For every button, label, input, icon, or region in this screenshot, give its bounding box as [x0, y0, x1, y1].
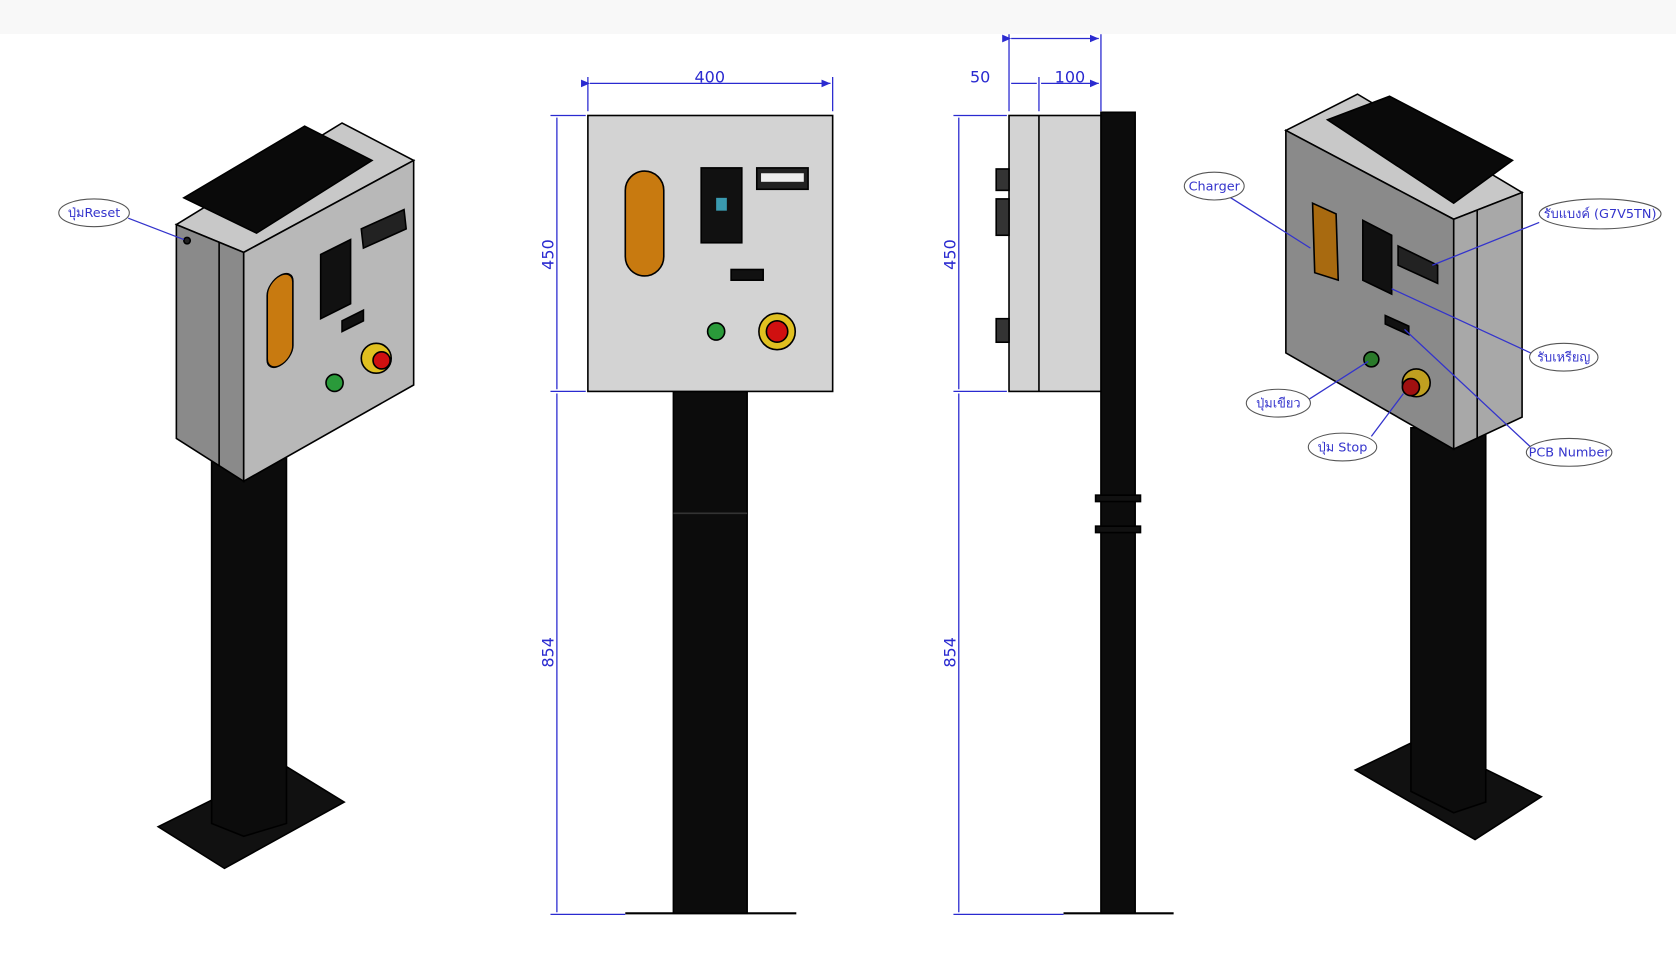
- iso-view-right: [1284, 93, 1543, 841]
- svg-text:ปุ่ม Stop: ปุ่ม Stop: [1318, 440, 1368, 455]
- iso-view-left: [156, 122, 416, 870]
- dim-width: 400: [694, 67, 725, 86]
- green-button: [1363, 351, 1380, 368]
- svg-text:ปุ่มReset: ปุ่มReset: [68, 206, 120, 221]
- callout-green-button: ปุ่มเขียว: [1245, 388, 1311, 418]
- svg-text:Charger: Charger: [1189, 179, 1241, 194]
- green-button: [325, 373, 344, 393]
- dim-offset: 50: [970, 67, 990, 86]
- pole: [1410, 426, 1487, 814]
- top-bar: [0, 0, 1676, 34]
- charger-port: [266, 272, 294, 369]
- green-button: [706, 322, 726, 341]
- svg-text:PCB Number: PCB Number: [1529, 446, 1611, 461]
- callout-bill-acceptor: รับแบงค์ (G7V5TN): [1538, 198, 1662, 230]
- charger-port: [624, 170, 665, 277]
- pole: [210, 431, 288, 838]
- side-view: [995, 111, 1174, 915]
- callout-stop-button: ปุ่ม Stop: [1307, 432, 1378, 462]
- dim-box-height: 450: [539, 239, 558, 270]
- pcb-number: [730, 268, 764, 281]
- charger-port: [1311, 201, 1340, 282]
- stop-button: [765, 320, 789, 344]
- bill-slot: [1397, 244, 1439, 285]
- dim-pole-height: 854: [539, 637, 558, 668]
- callout-pcb-number: PCB Number: [1525, 437, 1613, 467]
- callout-coin-acceptor: รับเหรียญ: [1529, 342, 1599, 372]
- pole: [672, 390, 748, 915]
- svg-text:ปุ่มเขียว: ปุ่มเขียว: [1256, 396, 1300, 411]
- pcb-number: [1384, 314, 1410, 336]
- svg-text:รับเหรียญ: รับเหรียญ: [1537, 350, 1590, 365]
- pcb-number: [341, 308, 365, 333]
- pole: [1100, 111, 1136, 915]
- coin-slot: [1362, 218, 1393, 296]
- side-dimensions: [953, 34, 1102, 916]
- callout-leaders: [1228, 196, 1540, 448]
- top-plate: [182, 125, 374, 235]
- coin-slot: [319, 238, 352, 320]
- callout-charger: Charger: [1183, 171, 1245, 201]
- stop-button: [1401, 377, 1421, 397]
- top-plate: [1325, 95, 1514, 205]
- box-side: [1008, 114, 1102, 393]
- stop-button: [372, 351, 391, 370]
- callout-reset: ปุ่มReset: [58, 198, 185, 241]
- reset-button: [183, 236, 192, 245]
- svg-text:รับแบงค์ (G7V5TN): รับแบงค์ (G7V5TN): [1544, 206, 1657, 222]
- dim-depth: 100: [1055, 67, 1086, 86]
- front-view: [587, 114, 834, 915]
- dim-side-box-height: 450: [941, 239, 960, 270]
- bill-slot: [360, 208, 408, 250]
- box-side: [1452, 191, 1523, 451]
- dim-side-pole-height: 854: [941, 637, 960, 668]
- box-side: [175, 223, 245, 483]
- front-dimensions: [550, 76, 834, 916]
